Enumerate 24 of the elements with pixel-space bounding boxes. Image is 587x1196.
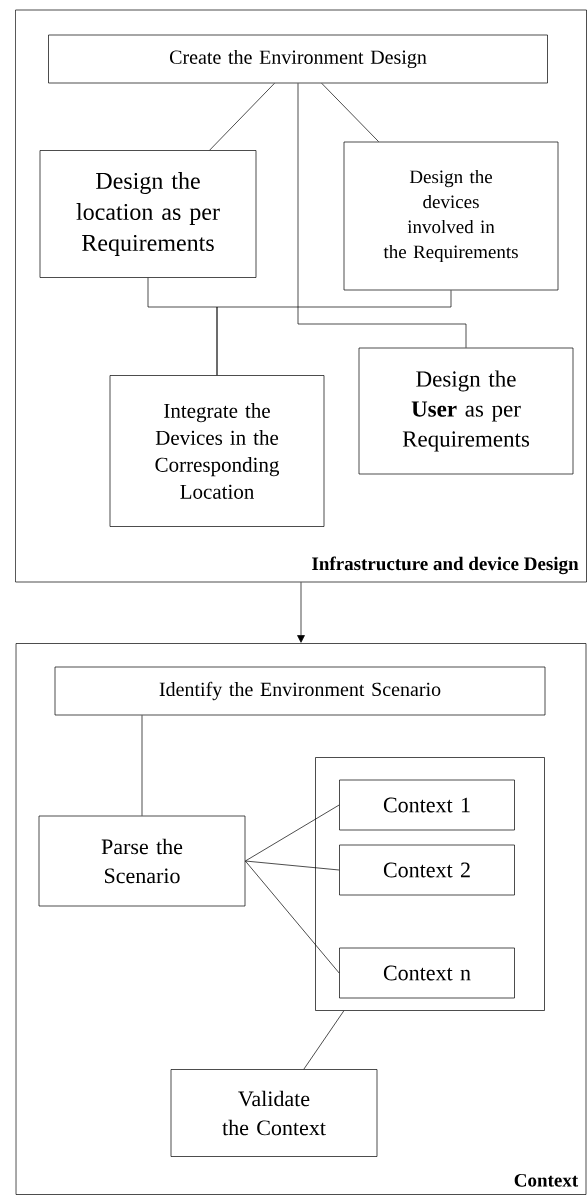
- connector-line: [321, 83, 379, 142]
- process-box: Design the User as per Requirements: [358, 347, 574, 475]
- process-box: Context 2: [339, 844, 515, 896]
- connector-line: [245, 860, 340, 871]
- connector-line: [216, 290, 452, 376]
- panel-heading: Context: [514, 1173, 579, 1187]
- connector-line: [245, 804, 340, 862]
- process-box: Parse the Scenario: [38, 815, 246, 907]
- connector-line: [209, 83, 275, 151]
- process-box: Identify the Environment Scenario: [54, 666, 546, 716]
- connector-line: [297, 83, 467, 348]
- process-box: Context 1: [339, 779, 515, 831]
- process-box: Integrate the Devices in the Corresponding Location: [109, 375, 325, 527]
- process-box: Design the devices involved in the Requirements: [343, 141, 559, 291]
- process-box: Design the location as per Requirements: [39, 150, 257, 278]
- connector-line: [245, 860, 340, 974]
- group-box: [315, 757, 545, 1011]
- process-box: Validate the Context: [170, 1069, 378, 1157]
- connector-line: [303, 1010, 345, 1070]
- arrow: [297, 582, 305, 643]
- connector-line: [141, 715, 143, 816]
- process-box: Context n: [339, 947, 515, 999]
- process-box: Create the Environment Design: [48, 34, 548, 84]
- panel-heading: Infrastructure and device Design: [312, 556, 579, 575]
